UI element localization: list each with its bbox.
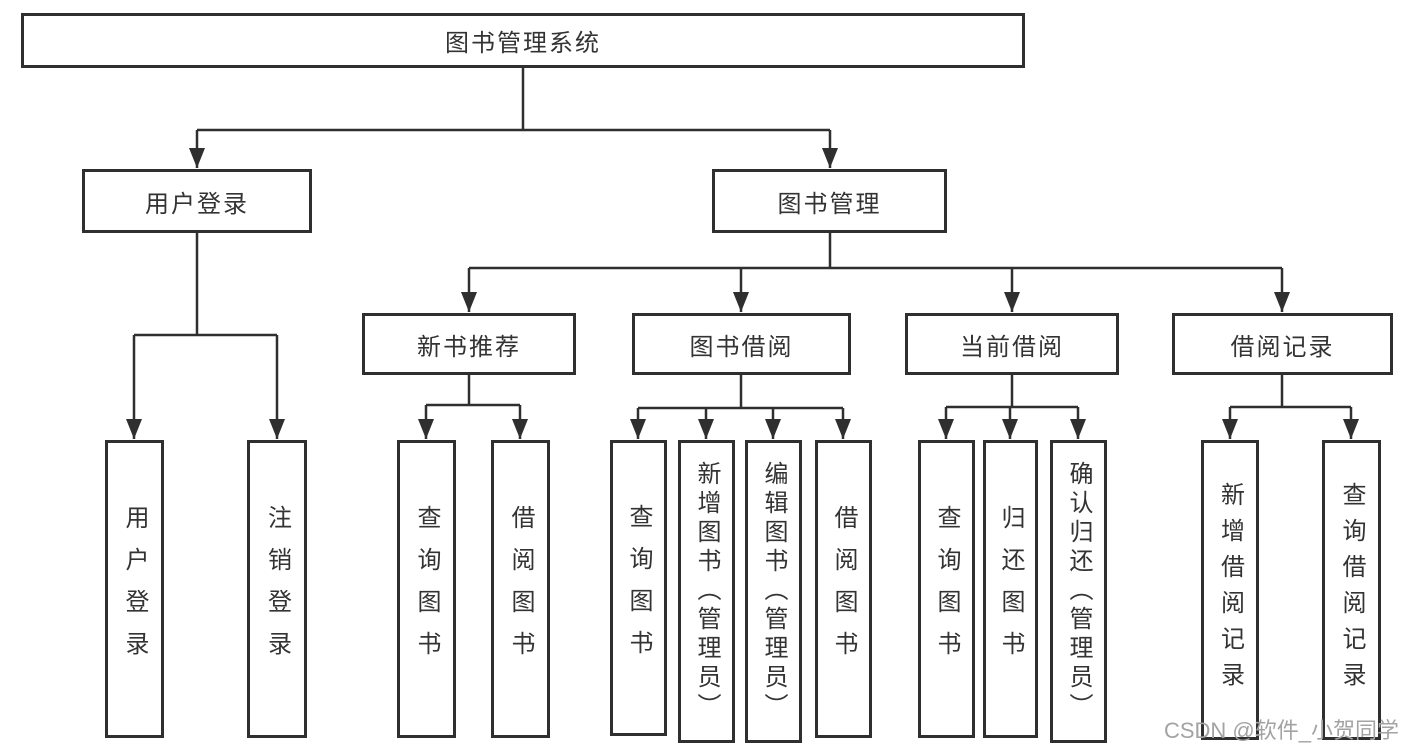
leaf-add-books-admin-label: 新增图书（管理员） (693, 461, 720, 722)
leaf-confirm-return-admin-label: 确认归还（管理员） (1065, 461, 1092, 722)
leaf-user-login-label: 用户登录 (121, 505, 148, 673)
leaf-return-books: 归还图书 (983, 440, 1038, 738)
leaf-return-books-label: 归还图书 (997, 505, 1024, 673)
node-borrow-records-label: 借阅记录 (1230, 333, 1335, 361)
leaf-query-books-recommend-label: 查询图书 (413, 505, 440, 673)
node-user-login-label: 用户登录 (145, 190, 249, 218)
leaf-borrow-books-recommend: 借阅图书 (491, 440, 550, 738)
node-current-borrow-label: 当前借阅 (960, 333, 1064, 361)
leaf-logout: 注销登录 (247, 440, 307, 738)
leaf-logout-label: 注销登录 (263, 505, 291, 673)
leaf-query-books-borrow-label: 查询图书 (625, 504, 652, 672)
node-new-book-recommend: 新书推荐 (362, 313, 576, 375)
leaf-add-borrow-record: 新增借阅记录 (1201, 440, 1259, 740)
leaf-borrow-books-label: 借阅图书 (830, 505, 857, 673)
leaf-query-books-current-label: 查询图书 (933, 505, 960, 673)
csdn-watermark: CSDN @软件_小贺同学 (1163, 718, 1399, 743)
node-book-management-label: 图书管理 (777, 190, 882, 218)
leaf-add-borrow-record-label: 新增借阅记录 (1216, 482, 1244, 698)
node-root-label: 图书管理系统 (445, 30, 601, 57)
leaf-add-books-admin: 新增图书（管理员） (678, 440, 735, 743)
leaf-user-login: 用户登录 (105, 440, 164, 738)
node-root: 图书管理系统 (21, 13, 1025, 68)
node-current-borrow: 当前借阅 (905, 313, 1119, 375)
leaf-query-borrow-record-label: 查询借阅记录 (1338, 482, 1365, 698)
node-book-borrow-label: 图书借阅 (689, 333, 794, 361)
leaf-confirm-return-admin: 确认归还（管理员） (1050, 440, 1107, 743)
leaf-query-books-recommend: 查询图书 (397, 440, 456, 738)
leaf-query-books-current: 查询图书 (918, 440, 975, 738)
node-book-management: 图书管理 (712, 169, 947, 233)
node-user-login: 用户登录 (82, 169, 312, 233)
leaf-query-borrow-record: 查询借阅记录 (1322, 440, 1381, 740)
leaf-edit-books-admin-label: 编辑图书（管理员） (760, 461, 787, 722)
leaf-borrow-books: 借阅图书 (815, 440, 872, 738)
node-book-borrow: 图书借阅 (632, 313, 851, 375)
leaf-edit-books-admin: 编辑图书（管理员） (745, 440, 802, 743)
leaf-borrow-books-recommend-label: 借阅图书 (507, 505, 534, 673)
leaf-query-books-borrow: 查询图书 (610, 440, 667, 736)
node-borrow-records: 借阅记录 (1172, 313, 1393, 375)
node-new-book-recommend-label: 新书推荐 (417, 333, 521, 361)
